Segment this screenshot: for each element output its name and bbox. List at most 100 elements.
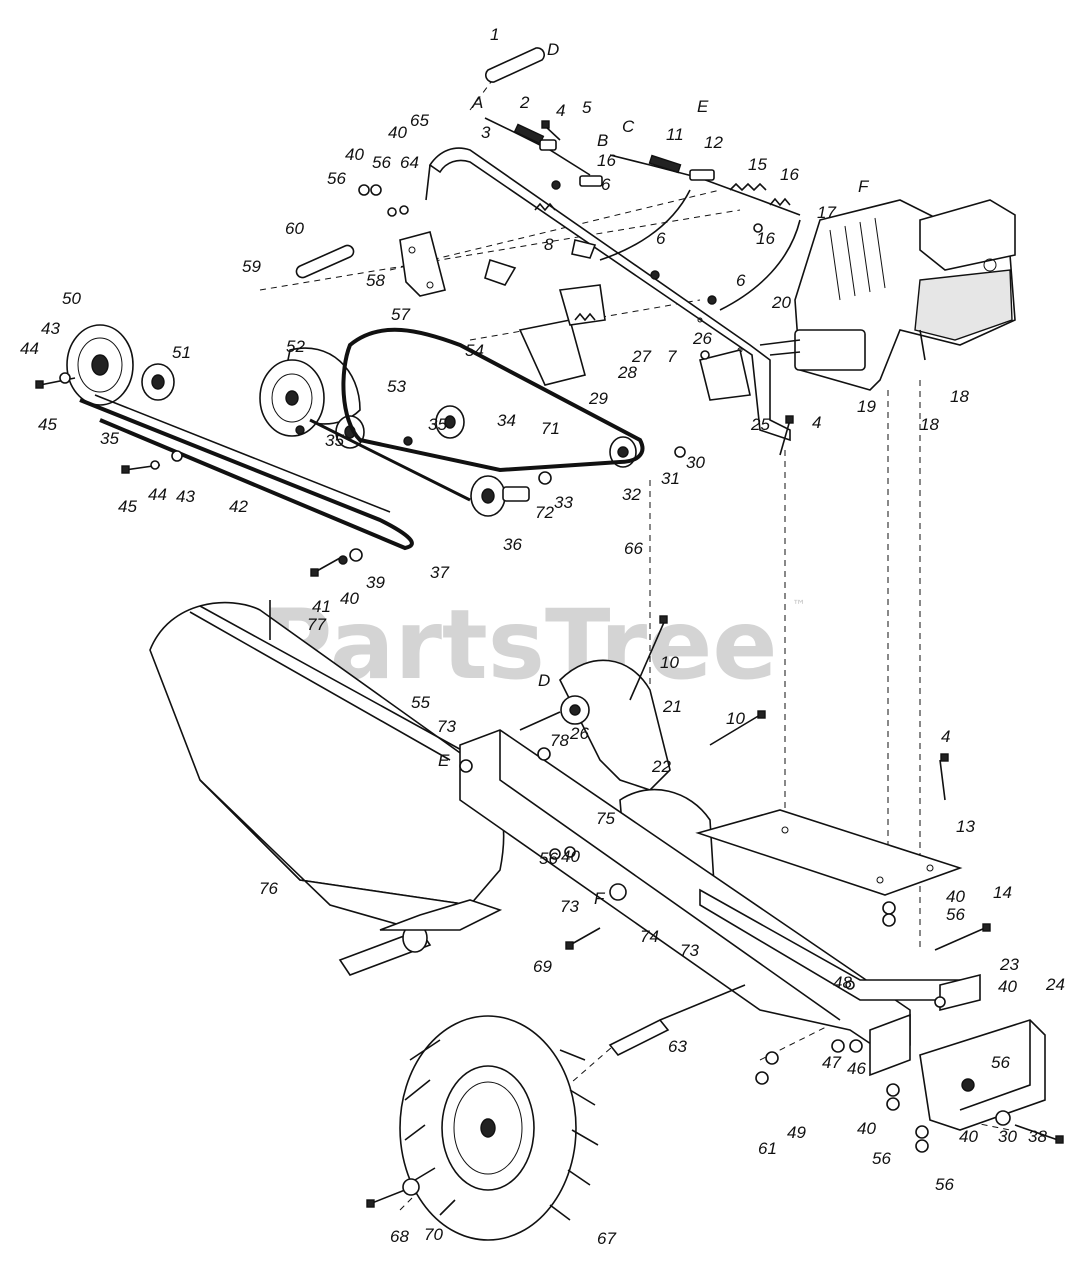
part-label: 29 (588, 389, 608, 408)
part-label: 12 (704, 133, 723, 152)
part-label: 35 (428, 415, 447, 434)
part-label: 68 (390, 1227, 409, 1246)
part-label: 10 (660, 653, 679, 672)
part-label: 6 (601, 175, 611, 194)
part-label: 40 (345, 145, 364, 164)
part-label: 8 (544, 235, 554, 254)
part-label: 60 (285, 219, 304, 238)
part-label: B (597, 131, 608, 150)
part-label: 51 (172, 343, 191, 362)
part-label: 33 (554, 493, 573, 512)
drive-belts (79, 327, 645, 551)
part-pulley-large (66, 324, 134, 406)
part-label: 56 (327, 169, 346, 188)
part-label: 17 (817, 203, 836, 222)
part-label: 64 (400, 153, 419, 172)
part-label: 40 (959, 1127, 978, 1146)
part-label: 20 (771, 293, 791, 312)
part-label: 16 (780, 165, 799, 184)
part-label: 15 (748, 155, 767, 174)
part-engine (759, 199, 1016, 391)
part-label: 53 (387, 377, 406, 396)
handle-brackets (399, 202, 751, 401)
part-label: 69 (533, 957, 552, 976)
part-label: 57 (391, 305, 410, 324)
part-label: F (858, 177, 870, 196)
part-double-pulley (259, 347, 361, 437)
part-label: 76 (259, 879, 278, 898)
part-label: 26 (569, 724, 589, 743)
part-label: 40 (998, 977, 1017, 996)
part-label: D (547, 40, 559, 59)
part-label: 16 (597, 151, 616, 170)
part-bracket (869, 973, 981, 1077)
part-label: 47 (822, 1053, 841, 1072)
part-label: 73 (680, 941, 699, 960)
part-label: 4 (556, 101, 565, 120)
part-label: 28 (617, 363, 637, 382)
part-label: 41 (312, 597, 331, 616)
part-label: 45 (38, 415, 57, 434)
part-label: 37 (430, 563, 449, 582)
control-cables (484, 117, 801, 311)
part-label: 40 (946, 887, 965, 906)
part-label: 26 (692, 329, 712, 348)
part-label: 13 (956, 817, 975, 836)
part-label: 22 (651, 757, 671, 776)
part-label: 27 (631, 347, 651, 366)
part-handle-bar (425, 147, 791, 442)
part-label: 38 (1028, 1127, 1047, 1146)
part-label: 19 (857, 397, 876, 416)
part-label: 4 (812, 413, 821, 432)
part-label: 5 (582, 98, 592, 117)
part-label: 56 (872, 1149, 891, 1168)
part-label: 40 (561, 847, 580, 866)
part-pulley-36 (470, 475, 530, 517)
part-label: D (538, 671, 550, 690)
part-label: 24 (1045, 975, 1065, 994)
part-label: 35 (325, 431, 344, 450)
part-label: 42 (229, 497, 248, 516)
part-weight (919, 1019, 1046, 1131)
part-label: 65 (410, 111, 429, 130)
part-label: A (471, 93, 483, 112)
part-label: 3 (481, 123, 491, 142)
part-label: 6 (736, 271, 746, 290)
part-label: 56 (539, 849, 558, 868)
part-label: 43 (41, 319, 60, 338)
part-label: 48 (833, 973, 852, 992)
part-label: 44 (20, 339, 39, 358)
part-label: F (594, 889, 606, 908)
part-label: 54 (465, 341, 484, 360)
part-label: 78 (550, 731, 569, 750)
part-label: 58 (366, 271, 385, 290)
part-label: 56 (372, 153, 391, 172)
part-mount-plate (695, 809, 963, 896)
part-label: 35 (100, 429, 119, 448)
part-label: 73 (560, 897, 579, 916)
part-label: 23 (999, 955, 1019, 974)
part-label: 7 (667, 347, 677, 366)
part-label: 44 (148, 485, 167, 504)
part-handle-grip (484, 47, 546, 83)
part-idler-pulley-34 (435, 405, 465, 439)
part-label: 56 (991, 1053, 1010, 1072)
part-label: 70 (424, 1225, 443, 1244)
part-label: 66 (624, 539, 643, 558)
part-label: 63 (668, 1037, 687, 1056)
part-label: 1 (490, 25, 499, 44)
part-label: 67 (597, 1229, 616, 1248)
part-label: 49 (787, 1123, 806, 1142)
part-label: 14 (993, 883, 1012, 902)
part-label: 55 (411, 693, 430, 712)
part-label: 34 (497, 411, 516, 430)
part-label: 31 (661, 469, 680, 488)
part-label: 72 (535, 503, 554, 522)
part-label: 52 (286, 337, 305, 356)
part-label: E (697, 97, 709, 116)
part-label: 40 (388, 123, 407, 142)
part-label: 61 (758, 1139, 777, 1158)
part-label: 18 (920, 415, 939, 434)
watermark-trademark: ™ (792, 598, 806, 614)
